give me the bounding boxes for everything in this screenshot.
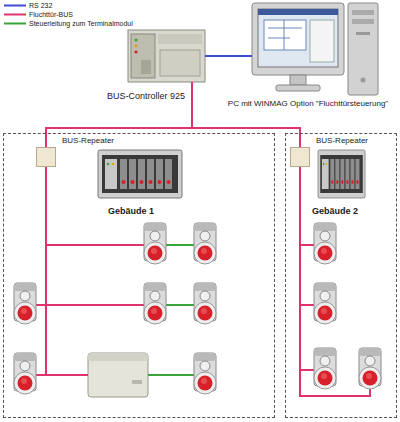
controller-housing — [128, 30, 205, 82]
monitor-screen — [258, 9, 338, 67]
legend-row: RS 232 — [4, 1, 133, 10]
bus-repeater: BUS-Repeater — [36, 147, 56, 167]
legend-line — [4, 14, 26, 16]
rs232-connector — [205, 55, 252, 57]
node-label: BUS-Controller 925 — [107, 91, 185, 101]
terminal-panel — [318, 150, 365, 198]
legend-text: RS 232 — [29, 1, 52, 10]
node-label: Gebäude 1 — [108, 206, 154, 216]
bus-controller: BUS-Controller 925 — [128, 30, 205, 82]
node-label: PC mit WINMAG Option "Fluchttürsteuerung… — [220, 99, 396, 108]
drive-slot — [356, 32, 370, 35]
legend-sample — [4, 1, 26, 10]
drive-slot — [352, 19, 374, 24]
monitor-frame — [252, 3, 344, 75]
pc-workstation: PC mit WINMAG Option "Fluchttürsteuerung… — [252, 3, 380, 97]
terminal-panel — [318, 150, 365, 198]
terminal-module — [88, 353, 148, 397]
controller-side — [160, 50, 200, 76]
controller-lamp — [134, 50, 137, 53]
controller-top-band — [158, 34, 202, 44]
floor-plan-lines — [268, 20, 302, 50]
side-window — [310, 20, 334, 62]
terminal-module-slot — [132, 380, 142, 384]
legend-text: Steuerleitung zum Terminalmodul — [29, 19, 133, 28]
door-station — [194, 223, 216, 264]
floor-plan-window — [264, 20, 306, 50]
window-title-bar — [258, 9, 338, 15]
node-label: BUS-Repeater — [316, 136, 368, 145]
door-station — [359, 348, 381, 389]
controller-front — [131, 34, 155, 78]
controller-lamp — [134, 38, 137, 41]
bus-connector — [46, 82, 192, 147]
drive-slot — [352, 10, 374, 15]
building-region: Gebäude 2 BUS-Repeater — [285, 133, 397, 418]
door-station — [314, 348, 336, 389]
monitor-base — [276, 85, 320, 91]
door-station — [314, 283, 336, 324]
monitor-stand — [290, 75, 306, 85]
door-station — [144, 283, 166, 324]
terminal-module-band — [88, 353, 148, 361]
controller-switch — [141, 60, 151, 74]
node-label: BUS-Repeater — [62, 136, 114, 145]
legend-row: Steuerleitung zum Terminalmodul — [4, 19, 133, 28]
pc-tower — [348, 3, 378, 95]
terminal-module-housing — [88, 353, 148, 397]
door-station — [314, 223, 336, 264]
door-station — [194, 353, 216, 394]
terminal-panel — [98, 150, 182, 198]
door-station — [14, 283, 36, 324]
legend-row: Fluchttür-BUS — [4, 10, 133, 19]
bus-controller-device — [128, 30, 205, 82]
pc-workstation-image — [252, 3, 378, 95]
bus-repeater: BUS-Repeater — [290, 147, 310, 167]
legend: RS 232Fluchttür-BUSSteuerleitung zum Ter… — [4, 1, 133, 28]
bus-connector — [192, 82, 300, 147]
power-button — [361, 78, 366, 83]
door-bus-wire — [36, 167, 144, 375]
legend-line — [4, 23, 26, 25]
node-label: Gebäude 2 — [312, 206, 358, 216]
legend-text: Fluchttür-BUS — [29, 10, 73, 19]
legend-line — [4, 5, 26, 7]
door-station — [14, 353, 36, 394]
legend-sample — [4, 10, 26, 19]
door-station — [194, 283, 216, 324]
controller-lamp — [134, 44, 137, 47]
building-region: Gebäude 1 BUS-Repeater — [3, 133, 275, 418]
legend-sample — [4, 19, 26, 28]
door-station — [144, 223, 166, 264]
